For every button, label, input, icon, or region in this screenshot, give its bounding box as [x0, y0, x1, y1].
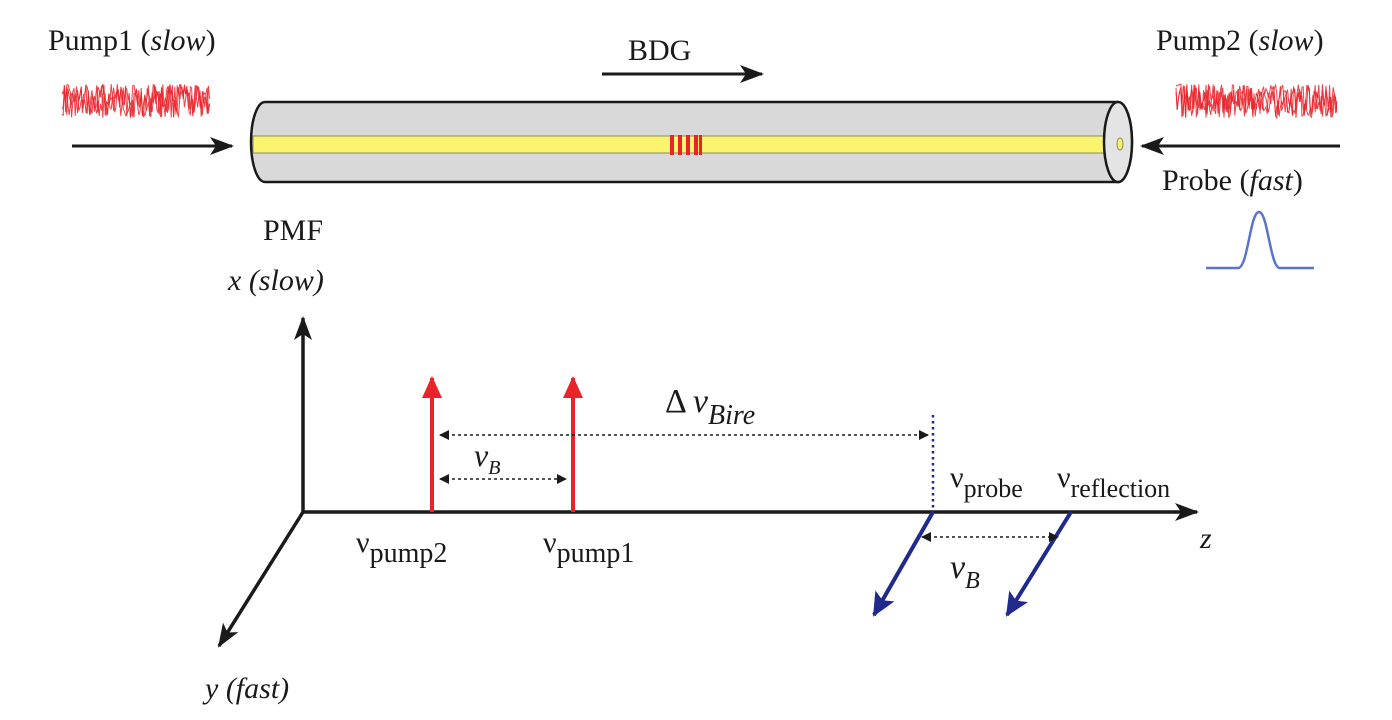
pump2-signal-icon	[1175, 83, 1338, 120]
nu-pump2-label: νpump2	[356, 526, 447, 569]
pump2-label: Pump2 (slow)	[1156, 24, 1324, 57]
noise-trace	[61, 83, 211, 119]
probe-pulse-icon	[1206, 210, 1314, 270]
nu-probe-label: νprobe	[950, 461, 1023, 503]
noise-trace	[1175, 84, 1338, 120]
pump1-label: Pump1 (slow)	[48, 24, 216, 57]
reflection-frequency-arrow	[1005, 510, 1073, 617]
nu-reflection-label: νreflection	[1057, 461, 1170, 503]
nu-pump1-label: νpump1	[543, 526, 634, 569]
y-axis-label: y (fast)	[202, 672, 289, 705]
nu-b-label-probe: νB	[950, 549, 980, 594]
probe-label: Probe (fast)	[1162, 164, 1303, 197]
pmf-label: PMF	[263, 214, 323, 247]
z-axis-label: z	[1199, 522, 1212, 555]
nu-b-label-pumps: νB	[474, 437, 500, 479]
probe-frequency-arrow	[872, 511, 935, 617]
pmf-fiber	[249, 100, 1134, 184]
pump1-signal-icon	[61, 83, 211, 119]
y-axis	[217, 511, 305, 648]
bdg-label: BDG	[628, 34, 691, 67]
grating-icon	[670, 135, 702, 155]
noise-trace	[61, 83, 211, 118]
x-axis-label: x (slow)	[227, 264, 324, 297]
fiber-end-core	[1116, 137, 1124, 151]
